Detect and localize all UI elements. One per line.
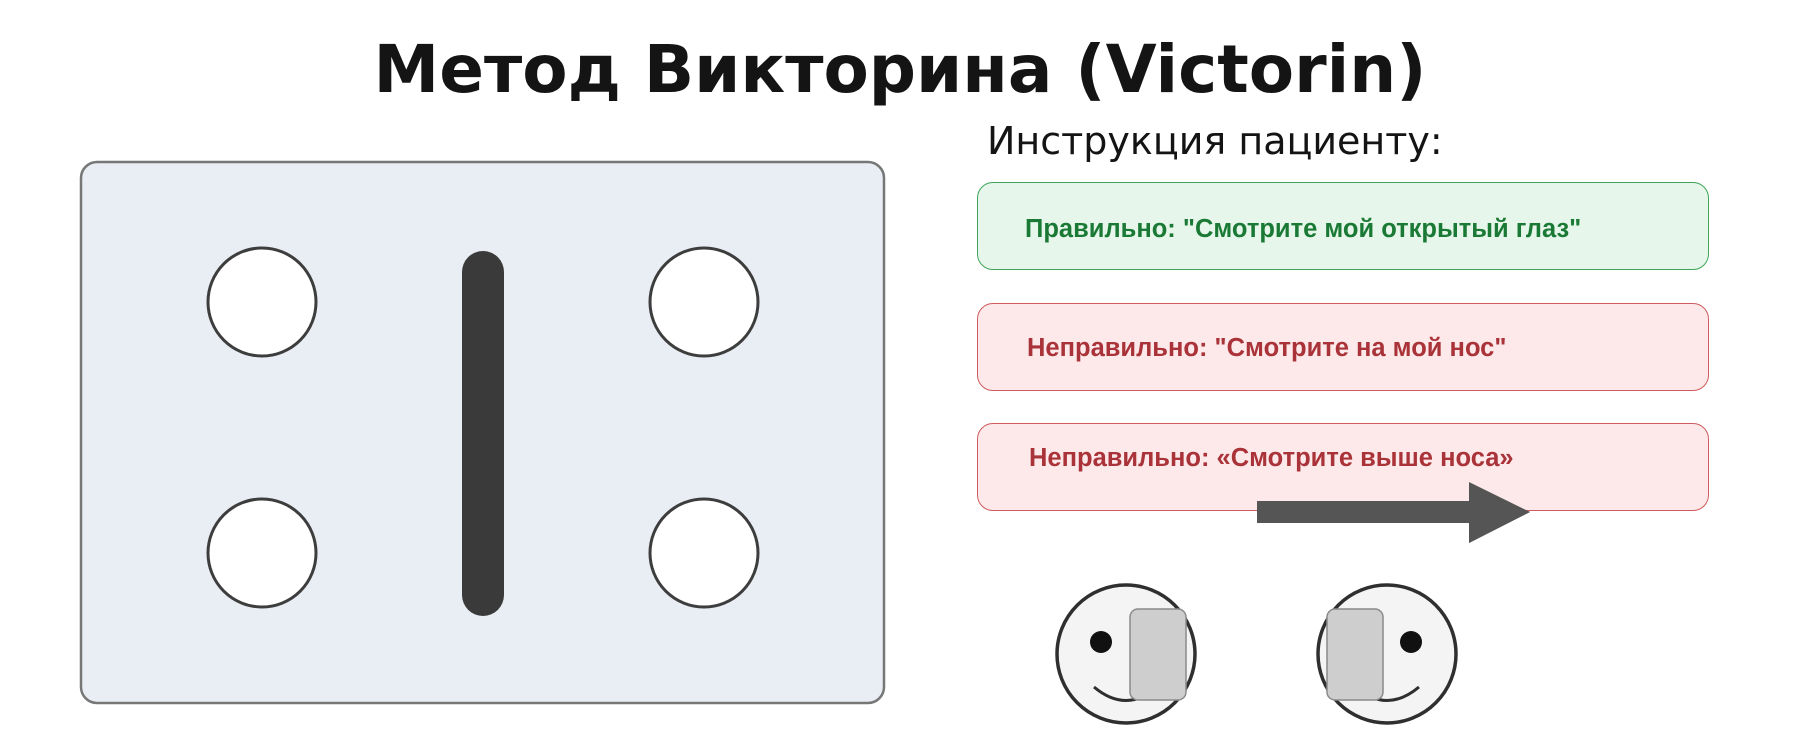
instruction-incorrect-card: Неправильно: «Смотрите выше носа» [977,423,1709,511]
instruction-incorrect-text: Неправильно: «Смотрите выше носа» [1029,444,1514,472]
instruction-incorrect-text: Неправильно: "Смотрите на мой нос" [1027,334,1507,362]
vertical-bar [462,251,504,616]
page-title: Метод Викторина (Victorin) [373,31,1427,108]
circle-icon-bottom-right [648,497,760,609]
circle-icon-bottom-left [206,497,318,609]
face-with-occluder-icon-left [1055,583,1197,725]
circle-icon-top-right [648,246,760,358]
instruction-heading: Инструкция пациенту: [987,119,1443,163]
arrow-right-icon [1257,482,1530,543]
instruction-correct-card: Правильно: "Смотрите мой открытый глаз" [977,182,1709,270]
face-with-occluder-icon-right [1316,583,1458,725]
circle-icon-top-left [206,246,318,358]
instruction-incorrect-card: Неправильно: "Смотрите на мой нос" [977,303,1709,391]
instruction-correct-text: Правильно: "Смотрите мой открытый глаз" [1025,215,1582,243]
